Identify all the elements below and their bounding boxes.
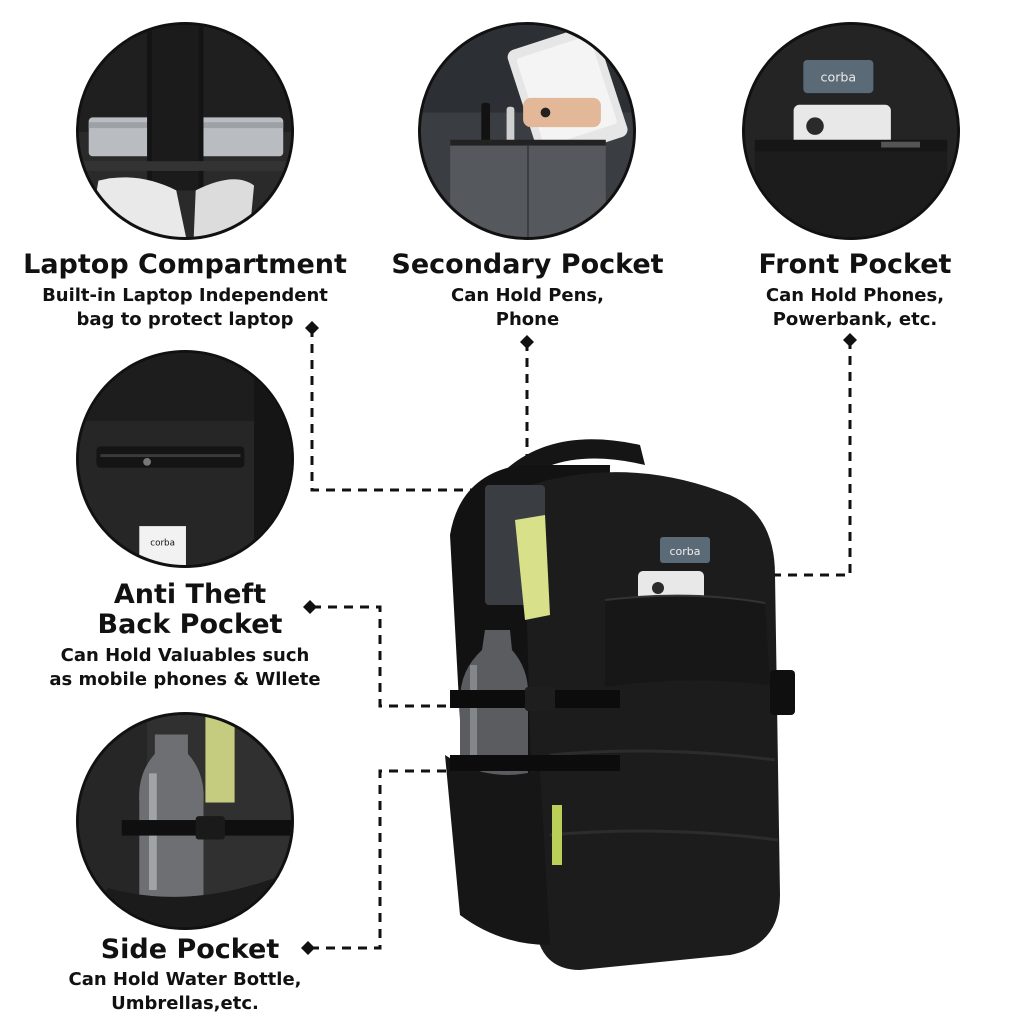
secondary-callout-marker — [520, 335, 534, 349]
anti-theft-pocket-photo: corba — [76, 350, 294, 568]
laptop-description-line-1: Built-in Laptop Independent — [42, 285, 328, 306]
side-pocket-title: Side Pocket — [100, 934, 280, 965]
laptop-compartment-illustration — [79, 25, 291, 237]
front-photo-logo-text: corba — [821, 69, 857, 84]
secondary-pocket-photo — [418, 22, 636, 240]
laptop-description-line-2: bag to protect laptop — [76, 309, 294, 330]
anti-theft-pocket-illustration: corba — [79, 353, 291, 565]
anti-theft-title: Anti Theft Back Pocket — [40, 580, 340, 640]
anti-theft-description-line-2: as mobile phones & Wllete — [49, 669, 321, 690]
anti-theft-title-line-2: Back Pocket — [97, 609, 283, 640]
side-pocket-description: Can Hold Water Bottle, Umbrellas,etc. — [30, 968, 340, 1016]
front-pocket-title: Front Pocket — [758, 249, 952, 280]
backpack-document — [515, 515, 550, 620]
front-pocket-photo: corba — [742, 22, 960, 240]
backpack-logo-patch — [660, 537, 710, 563]
laptop-compartment-title: Laptop Compartment — [23, 249, 347, 280]
backpack-side-pocket — [445, 755, 550, 945]
side-description-line-1: Can Hold Water Bottle, — [68, 969, 302, 990]
backpack-front-pocket — [605, 595, 770, 687]
secondary-pocket-description: Can Hold Pens, Phone — [380, 284, 675, 332]
secondary-pocket-title: Secondary Pocket — [391, 249, 664, 280]
backpack-body — [525, 472, 780, 970]
front-pocket-description: Can Hold Phones, Powerbank, etc. — [740, 284, 970, 332]
anti-theft-description-line-1: Can Hold Valuables such — [60, 645, 310, 666]
anti-theft-description: Can Hold Valuables such as mobile phones… — [30, 644, 340, 692]
side-pocket-photo — [76, 712, 294, 930]
backpack-water-bottle — [460, 630, 529, 791]
anti-theft-photo-logo-text: corba — [150, 539, 175, 549]
front-pocket-illustration: corba — [745, 25, 957, 237]
secondary-description-line-2: Phone — [495, 309, 560, 330]
backpack-handle — [500, 439, 645, 487]
anti-theft-title-line-1: Anti Theft — [113, 579, 267, 610]
front-description-line-2: Powerbank, etc. — [772, 309, 938, 330]
side-description-line-2: Umbrellas,etc. — [111, 993, 259, 1014]
front-callout-marker — [843, 333, 857, 347]
backpack-logo-text: corba — [669, 545, 700, 558]
side-pocket-illustration — [79, 715, 291, 927]
backpack-side-tag — [552, 805, 562, 865]
backpack-illustration: corba — [445, 439, 795, 970]
front-description-line-1: Can Hold Phones, — [765, 285, 945, 306]
secondary-description-line-1: Can Hold Pens, — [451, 285, 604, 306]
secondary-pocket-illustration — [421, 25, 633, 237]
backpack-strap-lower — [450, 755, 620, 771]
laptop-compartment-description: Built-in Laptop Independent bag to prote… — [20, 284, 350, 332]
laptop-compartment-photo — [76, 22, 294, 240]
